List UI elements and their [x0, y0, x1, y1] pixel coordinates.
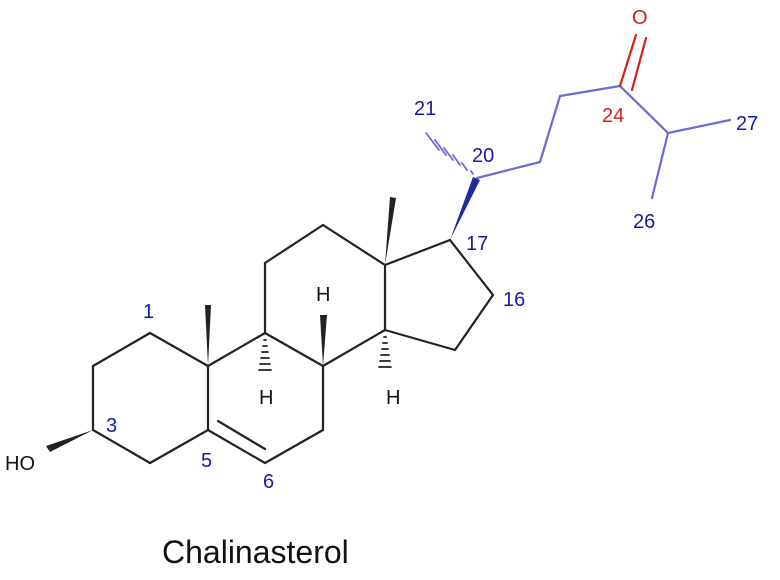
bond-c12-c13	[321, 223, 387, 267]
bond-c6-c7	[263, 428, 325, 465]
carbon-numbering: 1 3 5 6 16 17 20 21 26 27	[106, 98, 758, 493]
c8-hydrogen-label: H	[316, 284, 330, 306]
bond-c24-c25	[618, 84, 670, 135]
bond-c14-c8	[321, 328, 387, 368]
c14-hydrogen-hash	[378, 336, 392, 368]
bond-c3-c4	[91, 428, 152, 465]
c3-hydroxyl-wedge	[46, 430, 93, 452]
bond-c5-c6	[206, 428, 267, 465]
bond-c23-c24	[558, 84, 622, 98]
bond-c10-c1	[148, 331, 210, 368]
ketone-double-bond-a	[618, 33, 638, 88]
bond-c22-c23	[538, 94, 562, 164]
c9-hydrogen-label: H	[259, 387, 273, 409]
bond-c5-c6-double	[216, 419, 267, 451]
c8-hydrogen-wedge	[320, 315, 327, 366]
bond-c4-c5	[148, 428, 210, 465]
carbon-number-3: 3	[106, 415, 117, 437]
carbon-number-1: 1	[143, 301, 154, 323]
ketone-oxygen-label: O	[632, 7, 648, 29]
atom-labels: HO H H H	[5, 284, 400, 475]
carbon-number-17: 17	[466, 233, 488, 255]
carbon-number-27: 27	[736, 113, 758, 135]
bond-c25-c26	[650, 131, 670, 200]
carbon-number-20: 20	[472, 145, 494, 167]
bond-c25-c27	[666, 118, 732, 135]
steroid-skeleton	[91, 223, 495, 465]
carbon-number-6: 6	[263, 471, 274, 493]
bond-c17-c16	[448, 238, 495, 297]
side-chain	[425, 33, 732, 240]
carbon-number-5: 5	[201, 450, 212, 472]
methyl-c19-wedge	[205, 305, 211, 366]
stereo-bonds	[46, 197, 396, 452]
carbon-number-21: 21	[414, 98, 436, 120]
bond-c11-c12	[263, 223, 325, 265]
c9-hydrogen-hash	[258, 339, 272, 371]
bond-c9-c10	[206, 331, 267, 368]
compound-name-title: Chalinasterol	[162, 534, 349, 570]
c17-c20-wedge	[450, 177, 480, 240]
bond-c15-c14	[383, 328, 457, 352]
bond-c1-c2	[91, 331, 152, 368]
carbon-number-16: 16	[503, 289, 525, 311]
carbon-number-26: 26	[633, 211, 655, 233]
bond-c13-c17	[383, 238, 452, 267]
hydroxyl-label: HO	[5, 453, 35, 475]
bond-c8-c9	[263, 331, 325, 368]
bond-c16-c15	[453, 293, 495, 352]
carbon-number-24: 24	[602, 105, 624, 127]
c20-c21-hash	[425, 132, 474, 175]
bond-c20-c22	[475, 160, 542, 180]
ketone-double-bond-b	[630, 36, 648, 92]
methyl-c18-wedge	[385, 197, 396, 265]
c14-hydrogen-label: H	[386, 387, 400, 409]
